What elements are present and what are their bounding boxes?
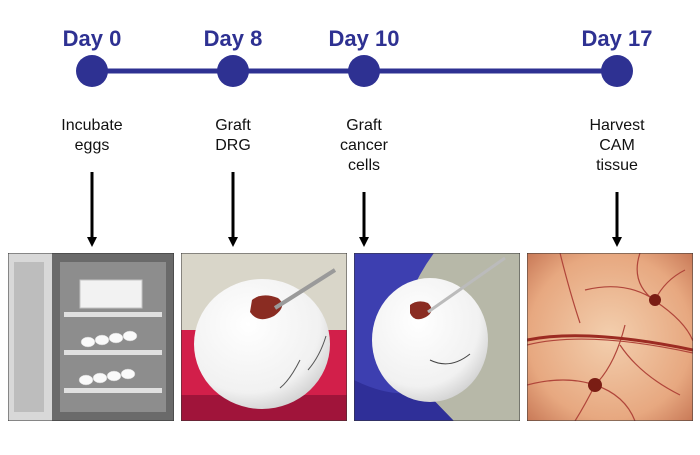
cancer-cell-graft-photo <box>354 253 520 421</box>
day-10-marker <box>348 55 380 87</box>
day-17-label: Day 17 <box>582 26 653 51</box>
day-8-marker <box>217 55 249 87</box>
incubator-photo <box>8 253 174 421</box>
drg-graft-photo <box>181 253 347 421</box>
day-0-label: Day 0 <box>63 26 122 51</box>
day-10-step-text: Graft <box>346 117 382 134</box>
cam-tissue-photo <box>527 253 693 421</box>
day-17-step-text: Harvest <box>589 117 645 134</box>
day-0-step-text: Incubate <box>61 117 122 134</box>
day-0-marker <box>76 55 108 87</box>
day-10-label: Day 10 <box>329 26 400 51</box>
day-10-step-text: cells <box>348 157 380 174</box>
day-8-label: Day 8 <box>204 26 263 51</box>
day-17-step-text: tissue <box>596 157 638 174</box>
day-17-step-text: CAM <box>599 137 635 154</box>
day-10-step-text: cancer <box>340 137 389 154</box>
day-8-step-text: DRG <box>215 137 251 154</box>
day-17-marker <box>601 55 633 87</box>
day-0-step-text: eggs <box>75 137 110 154</box>
day-8-step-text: Graft <box>215 117 251 134</box>
